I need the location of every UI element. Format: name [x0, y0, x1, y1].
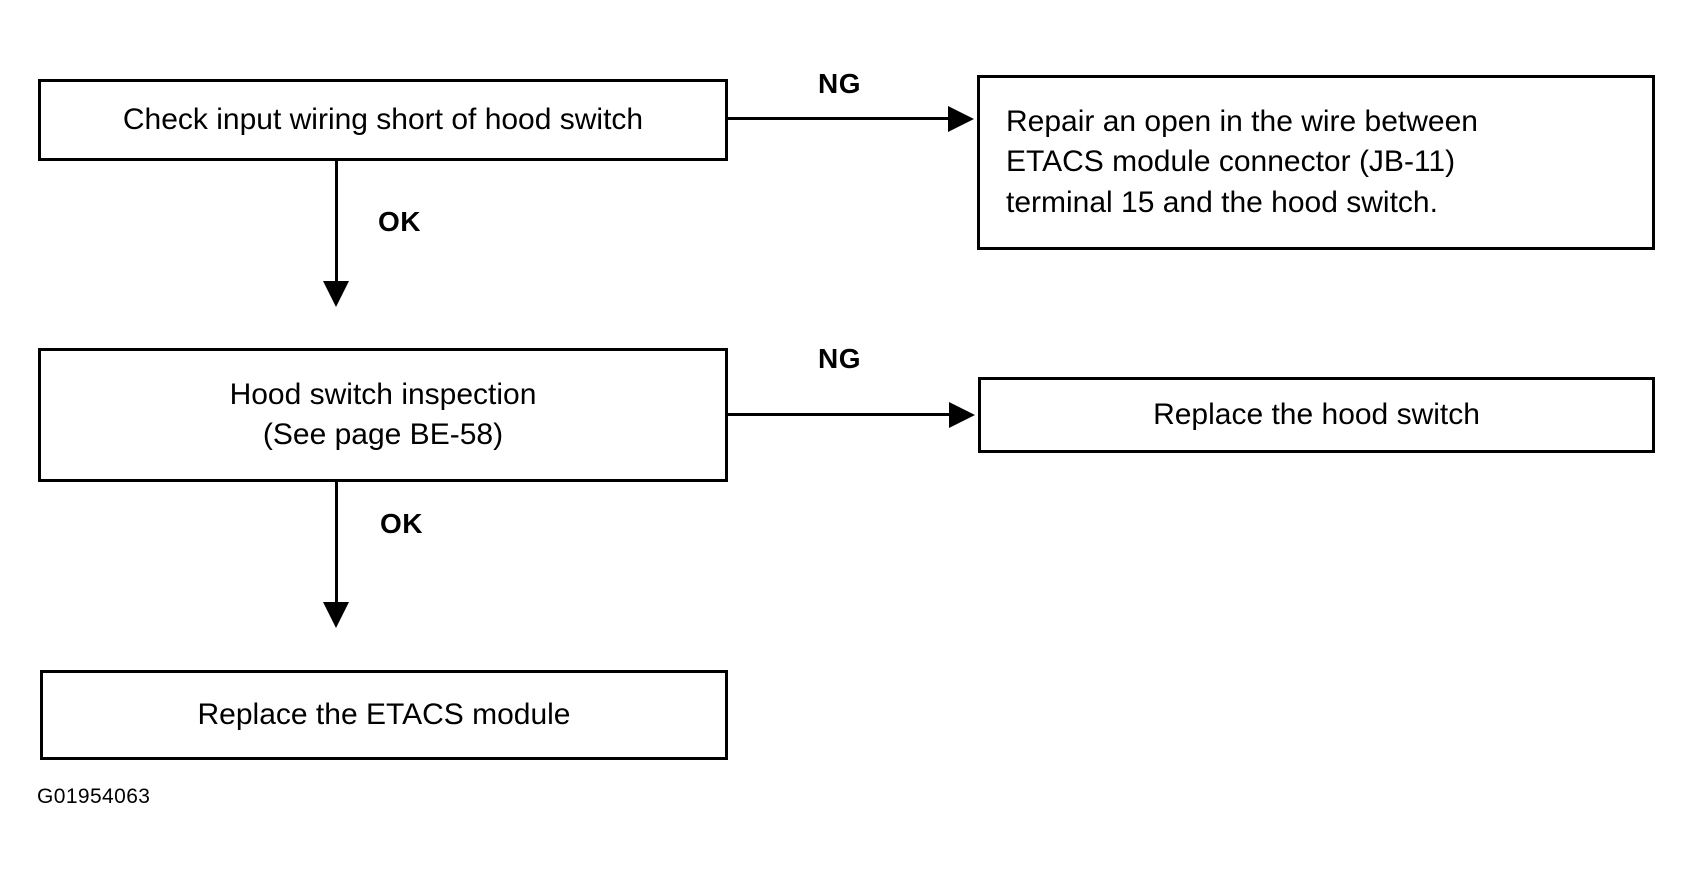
node-replace-etacs-module[interactable]: Replace the ETACS module [40, 670, 728, 760]
node-hood-switch-inspection[interactable]: Hood switch inspection (See page BE-58) [38, 348, 728, 482]
arrowhead-down-icon [323, 281, 349, 307]
connector-ok-hood-inspection-to-replace-etacs [335, 482, 338, 604]
node-check-input-wiring-short-label: Check input wiring short of hood switch [122, 102, 644, 136]
connector-ok-check-input-to-hood-inspection [335, 161, 338, 283]
node-replace-etacs-module-label: Replace the ETACS module [197, 697, 571, 731]
edge-label-ng-2: NG [818, 343, 861, 374]
edge-label-ng-1: NG [818, 68, 861, 99]
arrowhead-right-icon [949, 402, 975, 428]
edge-label-ok-1: OK [378, 206, 421, 237]
figure-caption: G01954063 [37, 785, 151, 808]
node-hood-switch-inspection-label: Hood switch inspection (See page BE-58) [229, 377, 537, 452]
node-check-input-wiring-short[interactable]: Check input wiring short of hood switch [38, 79, 728, 161]
arrowhead-down-icon [323, 602, 349, 628]
node-replace-hood-switch-label: Replace the hood switch [1153, 397, 1480, 431]
edge-label-ok-2: OK [380, 508, 423, 539]
node-replace-hood-switch[interactable]: Replace the hood switch [978, 377, 1655, 453]
arrowhead-right-icon [948, 106, 974, 132]
connector-ng-check-input-to-repair-open [727, 117, 952, 120]
connector-ng-hood-inspection-to-replace-hood [727, 413, 953, 416]
